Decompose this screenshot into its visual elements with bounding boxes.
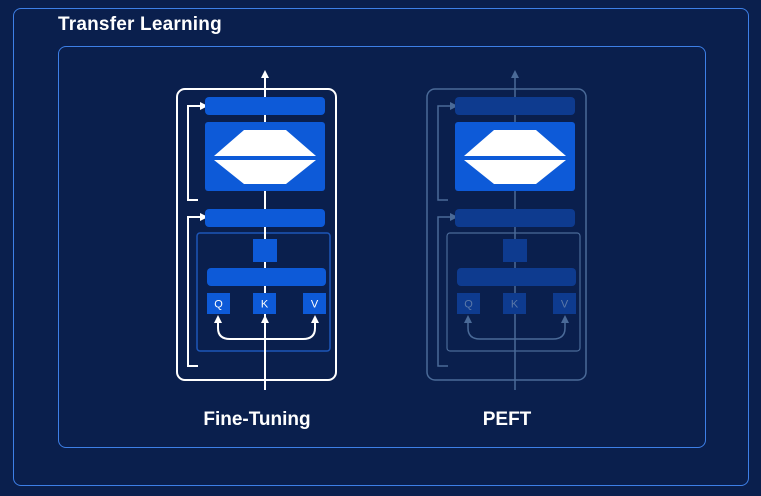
residual-arrow-upper bbox=[187, 102, 208, 201]
attention-subbox bbox=[196, 232, 331, 352]
residual-arrow-lower bbox=[187, 213, 208, 367]
layer-norm-mid bbox=[205, 209, 325, 227]
v-label: V bbox=[311, 299, 319, 311]
attention-subbox bbox=[446, 232, 581, 352]
v-input-arrow bbox=[515, 315, 569, 340]
residual-arrow-lower bbox=[437, 213, 458, 367]
outer-frame bbox=[13, 8, 749, 486]
k-label: K bbox=[261, 299, 269, 311]
ffn-lower-shape bbox=[464, 160, 566, 184]
fine-tuning-caption: Fine-Tuning bbox=[203, 409, 311, 430]
outer-residual-loop bbox=[426, 88, 587, 381]
v-label: V bbox=[561, 299, 569, 311]
ffn-upper-shape bbox=[214, 130, 316, 156]
ffn-lower-shape bbox=[214, 160, 316, 184]
q-input-arrow bbox=[464, 315, 515, 340]
q-box bbox=[457, 293, 480, 314]
k-box bbox=[503, 293, 526, 314]
figure-title: Transfer Learning bbox=[58, 14, 222, 35]
q-label: Q bbox=[464, 299, 473, 311]
outer-residual-loop bbox=[176, 88, 337, 381]
k-label: K bbox=[511, 299, 519, 311]
ffn-upper-shape bbox=[464, 130, 566, 156]
v-input-arrow bbox=[265, 315, 319, 340]
q-input-arrow bbox=[214, 315, 265, 340]
q-box bbox=[207, 293, 230, 314]
attention-output-block bbox=[503, 239, 527, 262]
inner-frame bbox=[58, 46, 706, 448]
attention-bar bbox=[207, 268, 326, 286]
layer-norm-mid bbox=[455, 209, 575, 227]
attention-output-block bbox=[253, 239, 277, 262]
q-label: Q bbox=[214, 299, 223, 311]
peft-caption: PEFT bbox=[482, 409, 532, 430]
residual-arrow-upper bbox=[437, 102, 458, 201]
layer-norm-top bbox=[455, 97, 575, 115]
v-box bbox=[303, 293, 326, 314]
attention-bar bbox=[457, 268, 576, 286]
fine-tuning-diagram: Q K V bbox=[176, 70, 337, 390]
k-box bbox=[253, 293, 276, 314]
v-box bbox=[553, 293, 576, 314]
layer-norm-top bbox=[205, 97, 325, 115]
peft-diagram: Q K V bbox=[426, 70, 587, 390]
